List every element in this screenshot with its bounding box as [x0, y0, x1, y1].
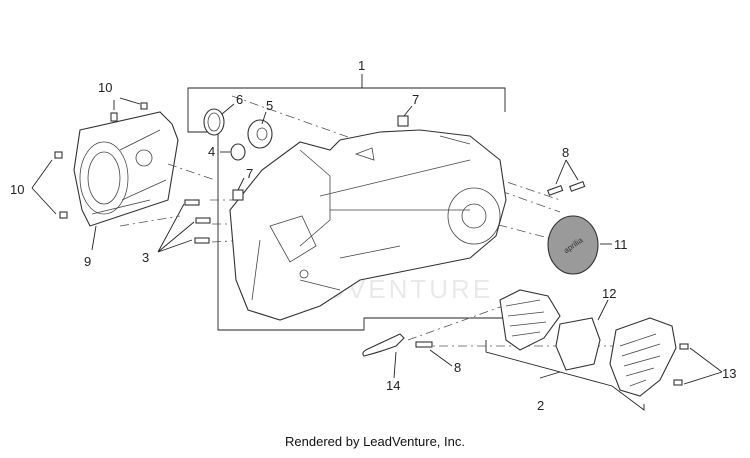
callout-8-top: 8 [562, 145, 569, 160]
screw-10-bottom [59, 211, 68, 219]
callout-3: 3 [142, 250, 149, 265]
inner-cover-plate [73, 111, 179, 227]
callout-5-leader [261, 111, 267, 125]
callout-8-bottom: 8 [454, 360, 461, 375]
callout-11: 11 [614, 237, 628, 252]
callout-5: 5 [266, 98, 273, 113]
callout-7a-leader [403, 105, 413, 117]
dowel-7-left [232, 189, 244, 201]
callout-4: 4 [208, 144, 215, 159]
callout-6: 6 [236, 92, 243, 107]
callout-12-leader [597, 299, 609, 321]
callout-6-leader [221, 103, 235, 115]
callout-8b-leader [429, 349, 453, 367]
callout-10b-leader [31, 159, 57, 215]
callout-7b-leader [237, 177, 245, 191]
screw-10-left [54, 151, 63, 159]
aprilia-cover-cap: aprilia [547, 215, 599, 275]
snap-ring-6 [203, 108, 225, 136]
dowel-7-top [397, 115, 409, 127]
callout-3-leader [157, 203, 195, 253]
callout-7-top: 7 [412, 92, 419, 107]
callout-10-left: 10 [10, 182, 24, 197]
screw-3-group [184, 199, 211, 244]
callout-1: 1 [358, 58, 365, 73]
screw-10-top-right [140, 102, 148, 110]
bushing-4 [230, 143, 246, 161]
callout-14-leader [393, 351, 397, 379]
filter-foam-12 [555, 317, 601, 371]
part-1-bracket [187, 87, 506, 331]
callout-14: 14 [386, 378, 400, 393]
screw-10-top [110, 112, 118, 122]
callout-8a-leader [555, 159, 579, 185]
part-2-bracket [485, 340, 645, 411]
callout-10-top: 10 [98, 80, 112, 95]
rendered-by-footer: Rendered by LeadVenture, Inc. [285, 434, 465, 449]
screw-13-pair [673, 343, 689, 386]
callout-9: 9 [84, 254, 91, 269]
clip-14 [362, 333, 405, 357]
bearing-5 [247, 119, 273, 149]
callout-12: 12 [602, 286, 616, 301]
callout-2: 2 [537, 398, 544, 413]
callout-10a-leader [113, 97, 141, 110]
intake-grille-left [499, 289, 561, 351]
intake-grille-right [609, 317, 677, 397]
callout-7-left: 7 [246, 166, 253, 181]
callout-13: 13 [722, 366, 736, 381]
screw-8-pair [547, 181, 586, 196]
callout-13-leader [683, 347, 723, 385]
screw-8-bottom [415, 341, 433, 348]
callout-9-leader [91, 225, 97, 251]
transmission-cover-main [229, 129, 507, 321]
